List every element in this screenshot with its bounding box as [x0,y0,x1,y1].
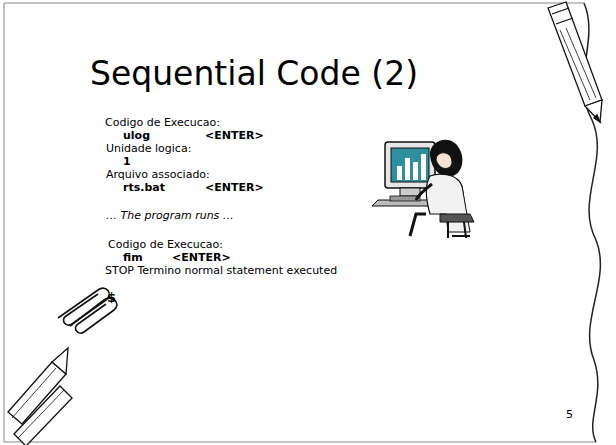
shell-prompt: $ [107,291,116,304]
note-text: … The program runs … [106,209,234,222]
paper-clips [58,288,117,333]
command-text: fim [123,251,143,264]
page-number: 5 [566,408,573,421]
computer-user-illustration [372,140,474,238]
command-text: ulog [123,129,150,142]
key-text: <ENTER> [172,251,231,264]
page-frame [4,3,596,442]
slide-title: Sequential Code (2) [90,54,418,94]
pencil-top [548,2,602,122]
prompt-text: Unidade logica: [106,142,191,155]
prompt-text: Codigo de Execucao: [108,238,223,251]
key-text: <ENTER> [205,129,264,142]
key-text: <ENTER> [205,181,264,194]
prompt-text: Codigo de Execucao: [105,116,220,129]
prompt-text: Arquivo associado: [106,168,210,181]
pencils-bottom [8,348,72,445]
input-text: 1 [123,155,131,168]
command-text: rts.bat [123,181,165,194]
output-text: STOP Termino normal statement executed [105,264,337,277]
